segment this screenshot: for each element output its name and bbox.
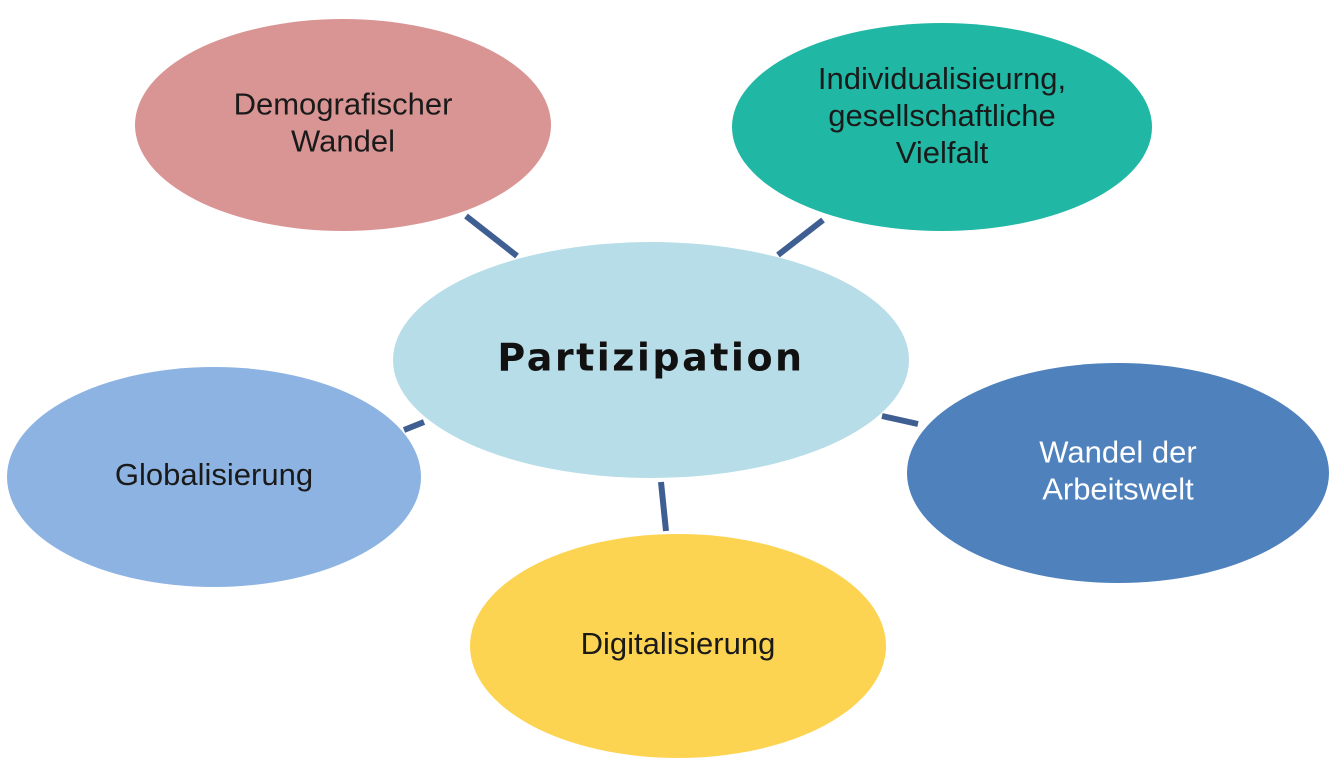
node-individualisierung-line-2: gesellschaftliche <box>828 98 1055 133</box>
node-demografie-shape <box>135 19 551 231</box>
connector-demografie <box>464 213 519 259</box>
node-globalisierung-shape <box>7 367 421 587</box>
connector-globalisierung <box>402 419 426 433</box>
node-globalisierung-line-1: Globalisierung <box>115 457 313 492</box>
center-node: Partizipation <box>393 242 909 478</box>
node-demografie-line-2: Wandel <box>291 124 395 159</box>
node-demografie-line-1: Demografischer <box>234 87 453 122</box>
connector-digitalisierung <box>658 481 669 532</box>
node-arbeitswelt-shape <box>907 363 1329 583</box>
connector-individualisierung <box>776 217 825 258</box>
node-globalisierung-label: Globalisierung <box>115 457 313 492</box>
node-digitalisierung: Digitalisierung <box>470 534 886 758</box>
node-digitalisierung-shape <box>470 534 886 758</box>
center-node-label: Partizipation <box>497 336 804 380</box>
node-individualisierung-line-3: Vielfalt <box>896 135 989 170</box>
center-node-shape <box>393 242 909 478</box>
node-arbeitswelt-line-1: Wandel der <box>1039 435 1196 470</box>
node-individualisierung-shape <box>732 23 1152 231</box>
node-globalisierung: Globalisierung <box>7 367 421 587</box>
node-arbeitswelt-line-2: Arbeitswelt <box>1042 472 1194 507</box>
connector-arbeitswelt <box>881 413 919 427</box>
node-digitalisierung-label: Digitalisierung <box>581 626 776 661</box>
node-individualisierung-line-1: Individualisieurng, <box>818 61 1066 96</box>
node-digitalisierung-line-1: Digitalisierung <box>581 626 776 661</box>
